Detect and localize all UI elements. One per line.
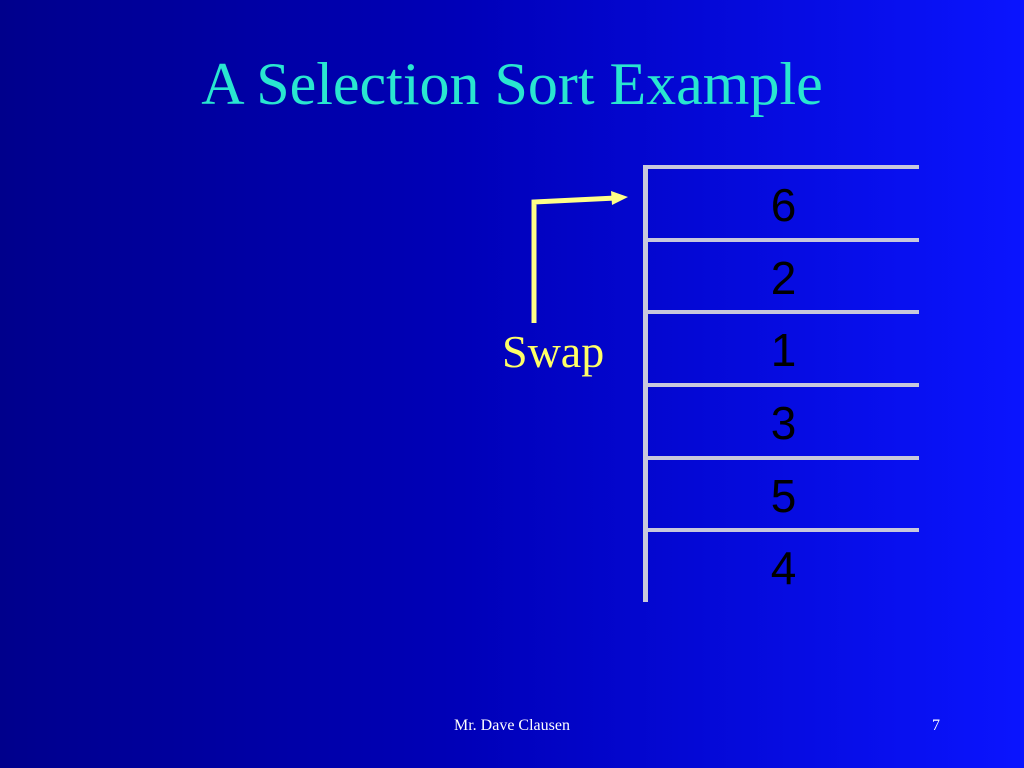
array-divider — [648, 165, 919, 169]
array-cell: 5 — [770, 470, 797, 522]
array-left-border — [643, 165, 648, 602]
array-divider — [648, 528, 919, 532]
slide-title: A Selection Sort Example — [201, 51, 823, 117]
array-cell: 6 — [770, 179, 797, 231]
array-divider — [648, 383, 919, 387]
swap-arrow-icon — [531, 191, 628, 323]
page-number: 7 — [932, 717, 940, 734]
array-cell: 4 — [770, 542, 797, 594]
array-cell: 1 — [770, 324, 797, 376]
array-cell: 3 — [770, 397, 797, 449]
array-divider — [648, 310, 919, 314]
footer-author: Mr. Dave Clausen — [454, 717, 570, 734]
swap-label: Swap — [502, 326, 605, 377]
array-diagram: 6 2 1 3 5 4 — [643, 165, 919, 602]
array-divider — [648, 238, 919, 242]
array-cell: 2 — [770, 252, 797, 304]
array-divider — [648, 456, 919, 460]
